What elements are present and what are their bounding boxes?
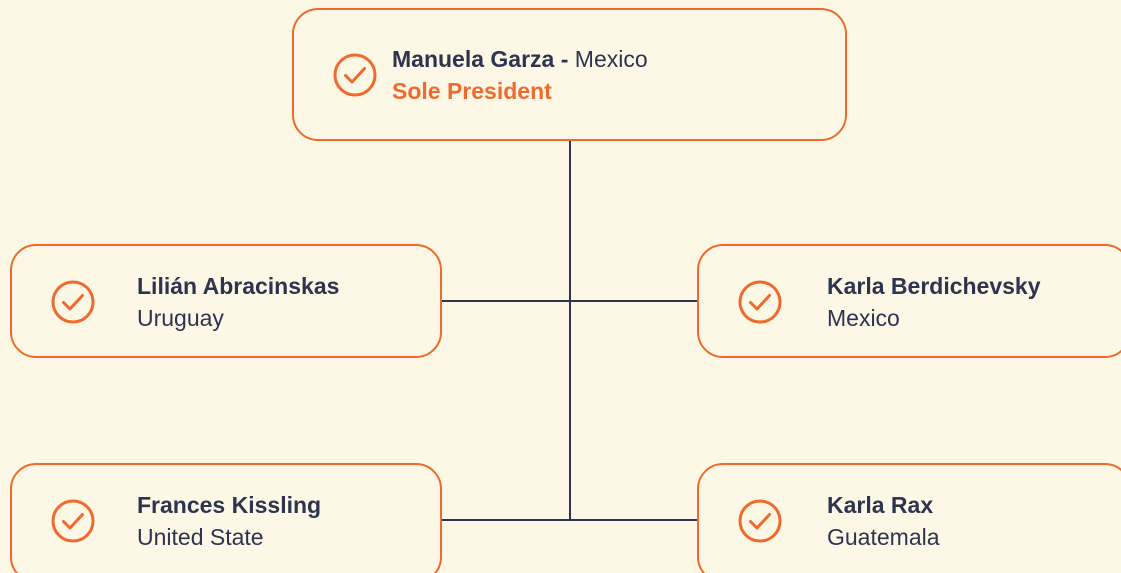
check-circle-icon (51, 499, 95, 543)
check-circle-icon (51, 280, 95, 324)
member-name: Lilián Abracinskas (137, 273, 340, 299)
check-circle-icon (738, 280, 782, 324)
member-node-1: Lilián Abracinskas Uruguay (10, 244, 442, 358)
member-country: Mexico (827, 305, 900, 331)
root-role: Sole President (392, 78, 552, 104)
member-country: United State (137, 524, 264, 550)
root-name: Manuela Garza (392, 46, 555, 72)
member-node-2: Karla Berdichevsky Mexico (697, 244, 1121, 358)
member-name: Frances Kissling (137, 492, 322, 518)
member-node-3: Frances Kissling United State (10, 463, 442, 573)
root-name-line: Manuela Garza - Mexico (392, 43, 648, 75)
member-country: Uruguay (137, 305, 224, 331)
member-name: Karla Rax (827, 492, 934, 518)
member-name: Karla Berdichevsky (827, 273, 1041, 299)
member-country: Guatemala (827, 524, 940, 550)
root-country: Mexico (574, 46, 648, 72)
check-circle-icon (333, 53, 377, 97)
root-separator: - (554, 46, 575, 72)
root-node: Manuela Garza - Mexico Sole President (292, 8, 847, 141)
member-node-4: Karla Rax Guatemala (697, 463, 1121, 573)
check-circle-icon (738, 499, 782, 543)
